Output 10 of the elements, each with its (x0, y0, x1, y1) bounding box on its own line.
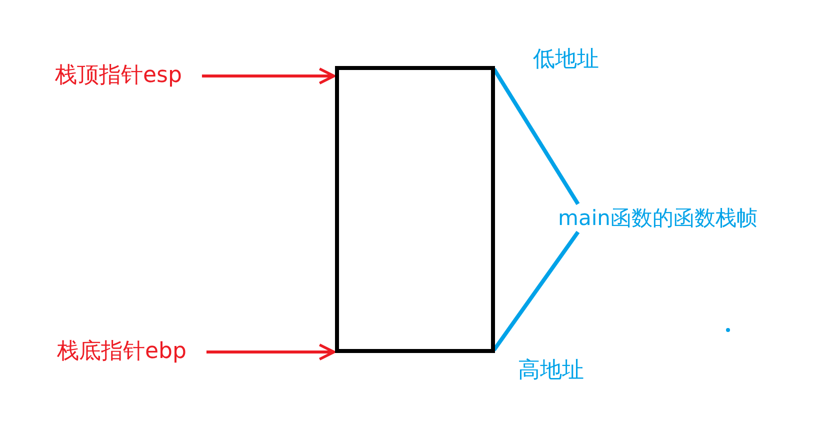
stack-frame-box (335, 66, 495, 353)
pointer-label: 栈底指针ebp (57, 338, 186, 366)
leader-line (492, 68, 580, 206)
leader-line (492, 230, 580, 352)
arrow (202, 67, 336, 85)
frame-label: main函数的函数栈帧 (558, 204, 758, 232)
pointer-label: 栈顶指针esp (55, 62, 182, 90)
arrow (206, 343, 336, 361)
address-label: 低地址 (533, 46, 599, 74)
address-label: 高地址 (518, 357, 584, 385)
